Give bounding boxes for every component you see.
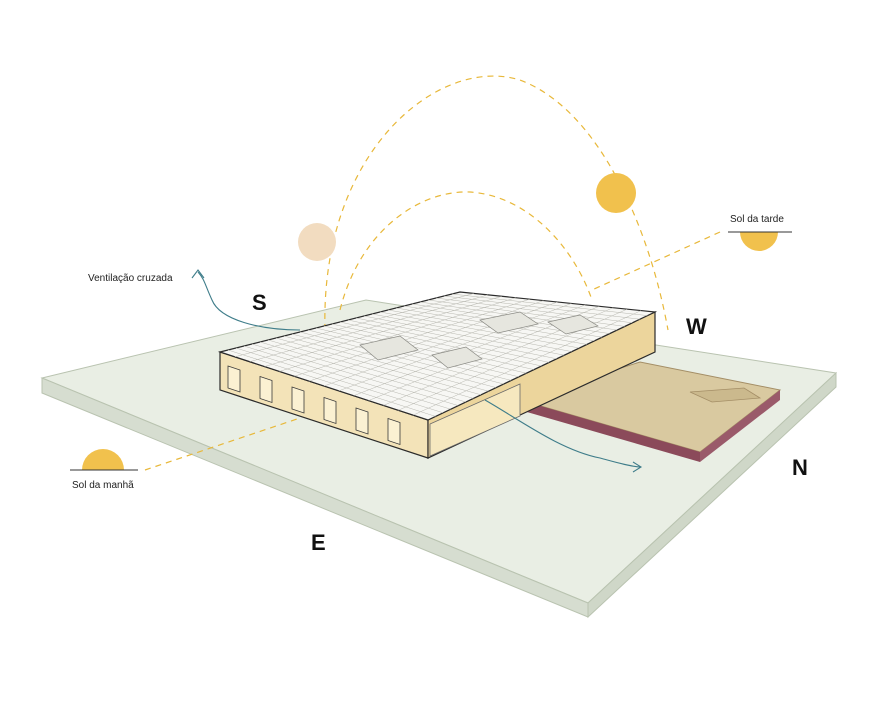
window [323, 396, 337, 425]
roof-courtyards [359, 311, 599, 369]
roof-grid-line [294, 298, 530, 377]
courtyard [431, 346, 483, 369]
high-sun [596, 173, 636, 213]
ground-side-right [587, 371, 837, 619]
compass-east: E [311, 530, 326, 555]
sun-path-outer [324, 75, 669, 331]
roof-grid-line [413, 310, 642, 416]
roof-grid-line [279, 297, 516, 372]
roof-grid-line [249, 294, 488, 362]
sun-path-inner [339, 191, 593, 311]
terrace-edge-front [520, 400, 700, 462]
roof-grid-line [234, 293, 474, 358]
window [227, 365, 241, 393]
airflow [191, 269, 643, 473]
courtyard [479, 311, 539, 334]
morning-sun-icon [82, 449, 124, 470]
building [217, 291, 658, 459]
compass-north: N [792, 455, 808, 480]
airflow-path-exit [484, 399, 641, 468]
roof-grid-line [309, 300, 544, 382]
building-cutaway-opening [429, 383, 521, 457]
sun-paths [144, 75, 721, 471]
afternoon-sun-icon [740, 232, 778, 251]
roof-grid-line [338, 303, 572, 392]
terrace-edge-side [700, 390, 780, 462]
afternoon-sun-label: Sol da tarde [730, 214, 784, 225]
front-windows [227, 365, 401, 446]
window [387, 417, 401, 446]
courtyard [547, 314, 599, 335]
morning-sun-label: Sol da manhã [72, 480, 134, 491]
cross-ventilation-label: Ventilação cruzada [88, 273, 173, 284]
courtyard [359, 335, 419, 361]
airflow-arrowhead [191, 269, 205, 279]
roof-grid-line [264, 296, 502, 367]
midday-sun-faded [298, 223, 336, 261]
compass-south: S [252, 290, 267, 315]
airflow-path [197, 271, 301, 331]
window [355, 407, 369, 435]
morning-sun-ray [144, 417, 301, 471]
terrace-inset [689, 387, 762, 403]
window [291, 386, 305, 414]
window [259, 375, 273, 404]
airflow-arrowhead [632, 461, 643, 473]
compass-west: W [686, 314, 707, 339]
afternoon-sun-ray [591, 231, 721, 291]
